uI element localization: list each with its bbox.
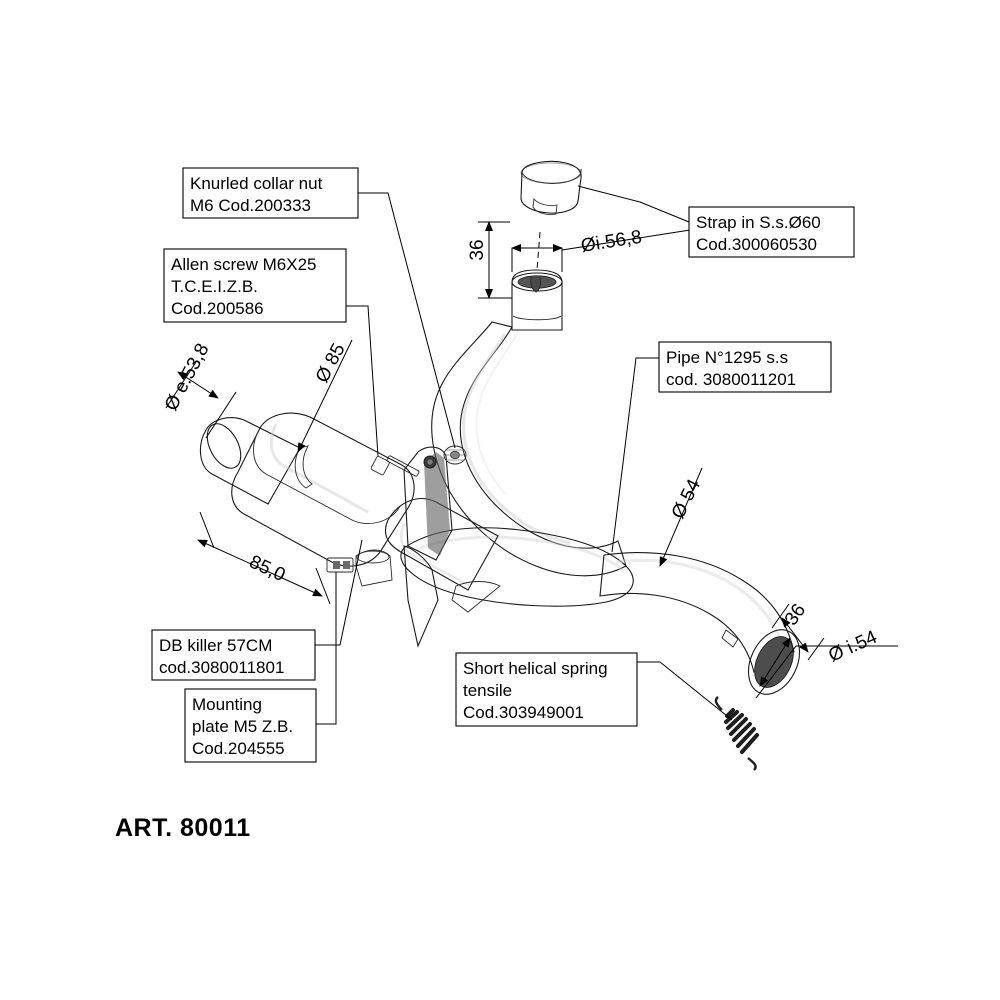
callout-line-1: Short helical spring xyxy=(463,659,608,678)
dim-o54-label: Ø 54 xyxy=(668,476,706,523)
dim-oi568-label: Øi.56,8 xyxy=(579,227,643,257)
callout-line-1: Strap in S.s.Ø60 xyxy=(696,213,821,232)
main-downpipe xyxy=(431,321,627,577)
mounting-plate-part xyxy=(326,557,354,573)
helical-spring-part xyxy=(714,696,759,771)
inlet-pipe-upper xyxy=(511,269,563,331)
dim-o85-label: Ø 85 xyxy=(312,340,350,386)
silencer-assembly xyxy=(199,412,499,591)
callout-line-3: Cod.303949001 xyxy=(463,703,584,722)
callout-boxes: Knurled collar nut M6 Cod.200333 Allen s… xyxy=(151,167,855,763)
knurled-collar-nut-part xyxy=(443,445,467,465)
callout-line-2: plate M5 Z.B. xyxy=(192,717,293,736)
callout-line-2: cod.3080011801 xyxy=(159,658,284,677)
callout-line-2: cod. 3080011201 xyxy=(666,370,796,389)
article-number-label: ART. 80011 xyxy=(115,814,251,842)
callout-pipe-1295[interactable]: Pipe N°1295 s.s cod. 3080011201 xyxy=(658,341,832,393)
callout-line-3: Cod.200586 xyxy=(171,299,264,318)
dim-850-label: 85,0 xyxy=(246,551,288,586)
strap-ring-part xyxy=(520,160,582,216)
callout-line-3: Cod.204555 xyxy=(192,739,285,758)
db-killer-boss xyxy=(355,549,393,587)
allen-screw-part xyxy=(370,455,420,477)
dim-oe538-label: Ø e.53,8 xyxy=(161,340,214,414)
callout-line-2: T.C.E.I.Z.B. xyxy=(171,277,258,296)
mounting-bracket-plate xyxy=(403,446,501,648)
callout-leader-lines xyxy=(315,185,733,725)
callout-line-1: Mounting xyxy=(192,695,262,714)
callout-db-killer[interactable]: DB killer 57CM cod.3080011801 xyxy=(151,629,316,681)
callout-line-1: DB killer 57CM xyxy=(159,636,272,655)
callout-line-2: M6 Cod.200333 xyxy=(190,196,311,215)
callout-allen-screw[interactable]: Allen screw M6X25 T.C.E.I.Z.B. Cod.20058… xyxy=(163,248,347,323)
dim-oi54-label: Ø i.54 xyxy=(825,627,880,667)
callout-line-1: Knurled collar nut xyxy=(190,174,323,193)
callout-knurled-collar-nut[interactable]: Knurled collar nut M6 Cod.200333 xyxy=(182,167,359,219)
callout-line-2: Cod.300060530 xyxy=(696,235,817,254)
dim-36-top-label: 36 xyxy=(467,239,488,260)
callout-line-1: Allen screw M6X25 xyxy=(171,255,317,274)
callout-short-helical-spring[interactable]: Short helical spring tensile Cod.3039490… xyxy=(455,652,638,727)
callout-line-1: Pipe N°1295 s.s xyxy=(666,348,788,367)
callout-strap-ss[interactable]: Strap in S.s.Ø60 Cod.300060530 xyxy=(688,206,855,258)
callout-line-2: tensile xyxy=(463,681,512,700)
callout-mounting-plate[interactable]: Mounting plate M5 Z.B. Cod.204555 xyxy=(184,688,317,763)
